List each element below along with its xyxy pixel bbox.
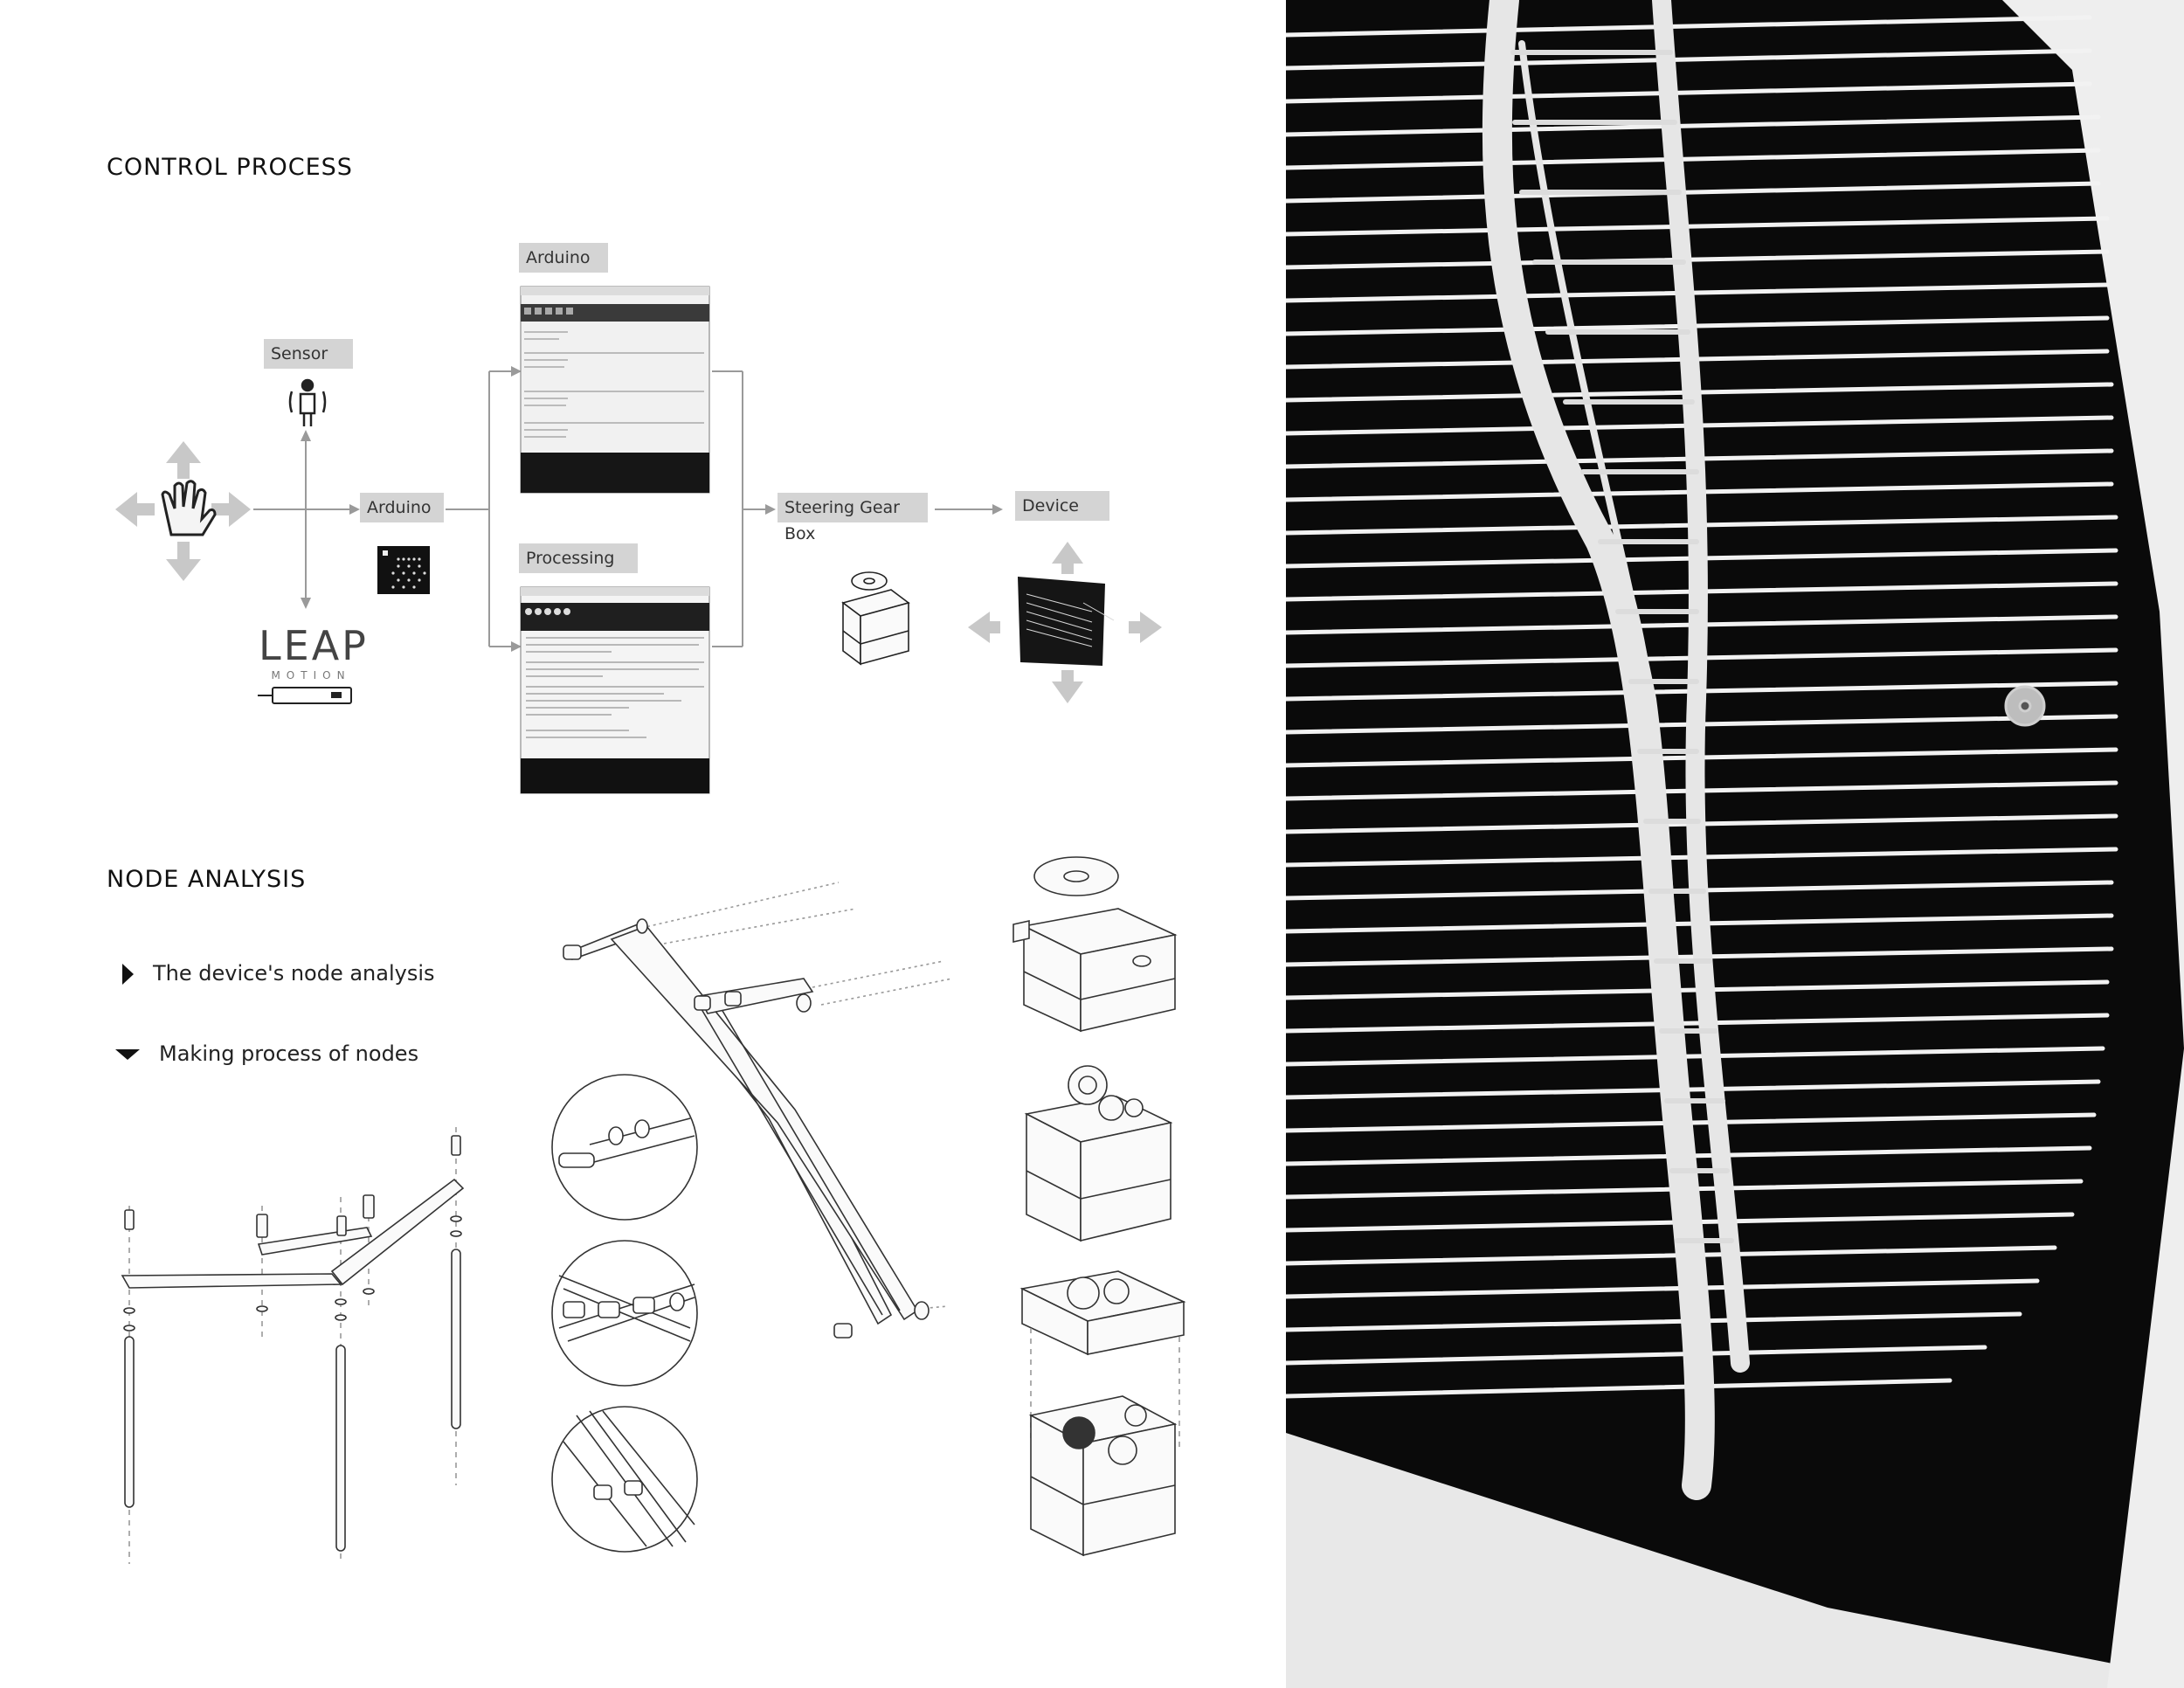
leap-word: LEAP	[259, 622, 369, 669]
device-photo	[1286, 0, 2184, 1688]
arrow-head	[349, 504, 360, 515]
steering-gear-box-tag: Steering Gear Box	[778, 493, 928, 543]
gesture-arrows	[115, 441, 251, 581]
servo-exploded-1	[1013, 856, 1178, 1033]
linkage-assembly-drawing	[563, 882, 953, 1339]
processing-ide-window	[520, 586, 710, 794]
node-analysis-title: NODE ANALYSIS	[107, 866, 307, 893]
control-flow-svg	[115, 286, 1162, 794]
exploded-linkage-drawing	[121, 1127, 465, 1564]
detail-circle-2	[551, 1240, 698, 1387]
diagram-panel: CONTROL PROCESS	[107, 154, 1186, 1564]
arduino-tag: Arduino	[360, 493, 444, 522]
leap-sub: MOTION	[271, 669, 351, 681]
device-screen-icon	[1018, 577, 1115, 666]
legend-making-process: Making process of nodes	[115, 1041, 418, 1066]
legend-label-making: Making process of nodes	[159, 1041, 419, 1066]
hand-icon	[161, 480, 217, 536]
curved-spine	[1482, 0, 1750, 1500]
photo-light-corner	[1286, 1433, 2184, 1688]
device-arrows	[968, 542, 1162, 703]
servo-exploded-3	[1019, 1270, 1186, 1557]
arduino-board-icon	[377, 546, 430, 594]
leap-motion-logo: LEAP MOTION	[259, 622, 369, 681]
triangle-down-icon	[115, 1049, 140, 1060]
legend-label-analysis: The device's node analysis	[153, 961, 435, 986]
control-process-title: CONTROL PROCESS	[107, 154, 353, 181]
servo-exploded-2	[1024, 1065, 1173, 1242]
person-icon	[288, 378, 327, 426]
triangle-right-icon	[122, 964, 134, 985]
detail-circle-1	[551, 1074, 698, 1221]
detail-circle-3	[551, 1406, 698, 1553]
horizontal-rods	[1286, 15, 2118, 1399]
servo-icon	[841, 571, 910, 666]
photo-light-edge	[2002, 0, 2184, 1688]
legend-node-analysis: The device's node analysis	[122, 961, 435, 986]
device-tag: Device	[1015, 491, 1109, 521]
device-photo-svg	[1286, 0, 2184, 1688]
sensor-tag: Sensor	[264, 339, 353, 369]
processing-tag: Processing	[519, 543, 638, 573]
arduino-ide-tag: Arduino	[519, 243, 608, 273]
leap-device-icon	[258, 687, 352, 704]
spool	[2004, 685, 2046, 727]
arduino-ide-window	[520, 286, 710, 494]
cross-struts	[1510, 50, 1734, 1243]
